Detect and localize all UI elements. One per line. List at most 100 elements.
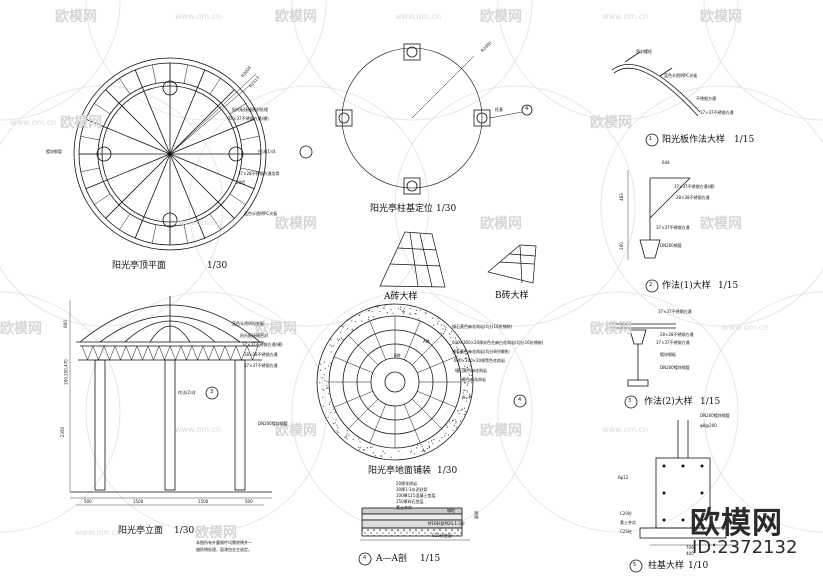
- detail-2-dim: 200: [620, 242, 624, 250]
- watermark-domain: www.om.cn: [602, 12, 648, 21]
- elevation-note: DN200镀锌钢管: [258, 422, 288, 426]
- brand-logo: 欧模网: [690, 498, 783, 542]
- granite-speckle: [360, 441, 361, 442]
- granite-speckle: [459, 413, 460, 414]
- granite-speckle: [341, 337, 342, 338]
- granite-speckle: [328, 393, 329, 394]
- elevation-title: 阳光亭立面: [118, 527, 163, 536]
- granite-speckle: [417, 445, 418, 446]
- granite-speckle: [445, 433, 446, 434]
- granite-speckle: [355, 321, 356, 322]
- granite-speckle: [433, 325, 434, 326]
- detail-2-dim: 644: [662, 161, 670, 165]
- granite-speckle: [432, 443, 433, 444]
- granite-speckle: [416, 447, 417, 448]
- granite-speckle: [346, 438, 347, 439]
- granite-speckle: [348, 435, 349, 436]
- section-aa-scale: 1/15: [420, 555, 440, 564]
- granite-speckle: [369, 310, 370, 311]
- detail-2-note: DN200钢管: [660, 244, 682, 248]
- watermark-logo: 欧模网: [60, 112, 102, 132]
- granite-speckle: [320, 364, 321, 365]
- granite-speckle: [330, 339, 331, 340]
- granite-speckle: [361, 321, 362, 322]
- granite-speckle: [346, 433, 347, 434]
- roof-note: 蓝色半透明PC光板: [244, 212, 277, 216]
- granite-speckle: [331, 346, 332, 347]
- watermark-domain: www.om.cn: [175, 425, 221, 434]
- granite-speckle: [330, 344, 331, 345]
- granite-speckle: [467, 385, 468, 386]
- section-aa-note: 铺地: [447, 509, 455, 513]
- granite-speckle: [471, 375, 472, 376]
- granite-speckle: [456, 421, 457, 422]
- granite-speckle: [464, 408, 465, 409]
- watermark-logo: 欧模网: [0, 318, 42, 338]
- watermark-domain: www.om.cn: [175, 12, 221, 21]
- granite-speckle: [409, 308, 410, 309]
- detail-5-dim: 700: [686, 546, 694, 550]
- floor-plan-note: 镶石黄色麻花岗岩: [455, 369, 487, 373]
- granite-speckle: [466, 401, 467, 402]
- granite-speckle: [326, 385, 327, 386]
- granite-speckle: [455, 337, 456, 338]
- granite-speckle: [422, 446, 423, 447]
- granite-speckle: [453, 430, 454, 431]
- detail-1-note: 37×37不锈钢方通: [700, 111, 734, 115]
- granite-speckle: [443, 333, 444, 334]
- granite-speckle: [454, 425, 455, 426]
- granite-speckle: [420, 444, 421, 445]
- granite-speckle: [363, 450, 364, 451]
- watermark-domain: www.om.cn: [722, 323, 768, 332]
- granite-speckle: [384, 453, 385, 454]
- granite-speckle: [403, 310, 404, 311]
- granite-speckle: [414, 453, 415, 454]
- watermark-logo: 欧模网: [480, 6, 522, 26]
- granite-speckle: [425, 450, 426, 451]
- granite-speckle: [337, 427, 338, 428]
- granite-speckle: [370, 447, 371, 448]
- granite-speckle: [391, 457, 392, 458]
- granite-speckle: [339, 339, 340, 340]
- section-aa-layer: 素土夯实: [396, 506, 412, 510]
- granite-speckle: [335, 422, 336, 423]
- granite-speckle: [351, 320, 352, 321]
- watermark-domain: www.om.cn: [175, 218, 221, 227]
- roof-note: 37×37不锈钢方通(横): [228, 117, 269, 121]
- granite-speckle: [398, 451, 399, 452]
- granite-speckle: [322, 389, 323, 390]
- roof-plan-title: 阳光亭顶平面: [112, 262, 166, 271]
- granite-speckle: [452, 420, 453, 421]
- granite-speckle: [358, 447, 359, 448]
- floor-plan-note: 600×300×20厚米色芝麻白花岗岩(均分16份铺装): [452, 341, 543, 345]
- detail-2-title: 作法(1)大样: [662, 282, 711, 291]
- granite-speckle: [471, 382, 472, 383]
- floor-plan-title: 阳光亭地面铺装: [368, 467, 431, 476]
- roof-note: 镀锌钢管: [46, 150, 62, 154]
- granite-speckle: [335, 412, 336, 413]
- detail-2-scale: 1/15: [718, 282, 738, 291]
- watermark-logo: 欧模网: [700, 213, 742, 233]
- granite-speckle: [449, 421, 450, 422]
- detail-3-index: 3: [628, 399, 631, 404]
- floor-plan-note: 600×300×20厚黑色花岗岩: [454, 359, 505, 363]
- elevation-note: 37×37不锈钢方通(横): [242, 343, 283, 347]
- detail-1-note: 不锈钢方通: [696, 97, 716, 101]
- granite-speckle: [325, 368, 326, 369]
- granite-speckle: [467, 391, 468, 392]
- granite-speckle: [447, 427, 448, 428]
- section-aa-layer: 20厚花岗岩: [396, 482, 417, 486]
- column-plan-note: 柱基: [495, 108, 503, 112]
- detail-3-note: 37×37不锈钢方通: [656, 341, 690, 345]
- elevation-dim: 200,200,470: [65, 359, 69, 384]
- granite-speckle: [387, 312, 388, 313]
- granite-speckle: [324, 380, 325, 381]
- granite-speckle: [320, 370, 321, 371]
- granite-speckle: [457, 411, 458, 412]
- granite-speckle: [400, 309, 401, 310]
- roof-plan-scale: 1/30: [207, 262, 227, 271]
- granite-speckle: [427, 448, 428, 449]
- granite-speckle: [416, 310, 417, 311]
- watermark-logo: 欧模网: [275, 6, 317, 26]
- section-aa-layer: 150厚碎石垫层: [396, 500, 424, 504]
